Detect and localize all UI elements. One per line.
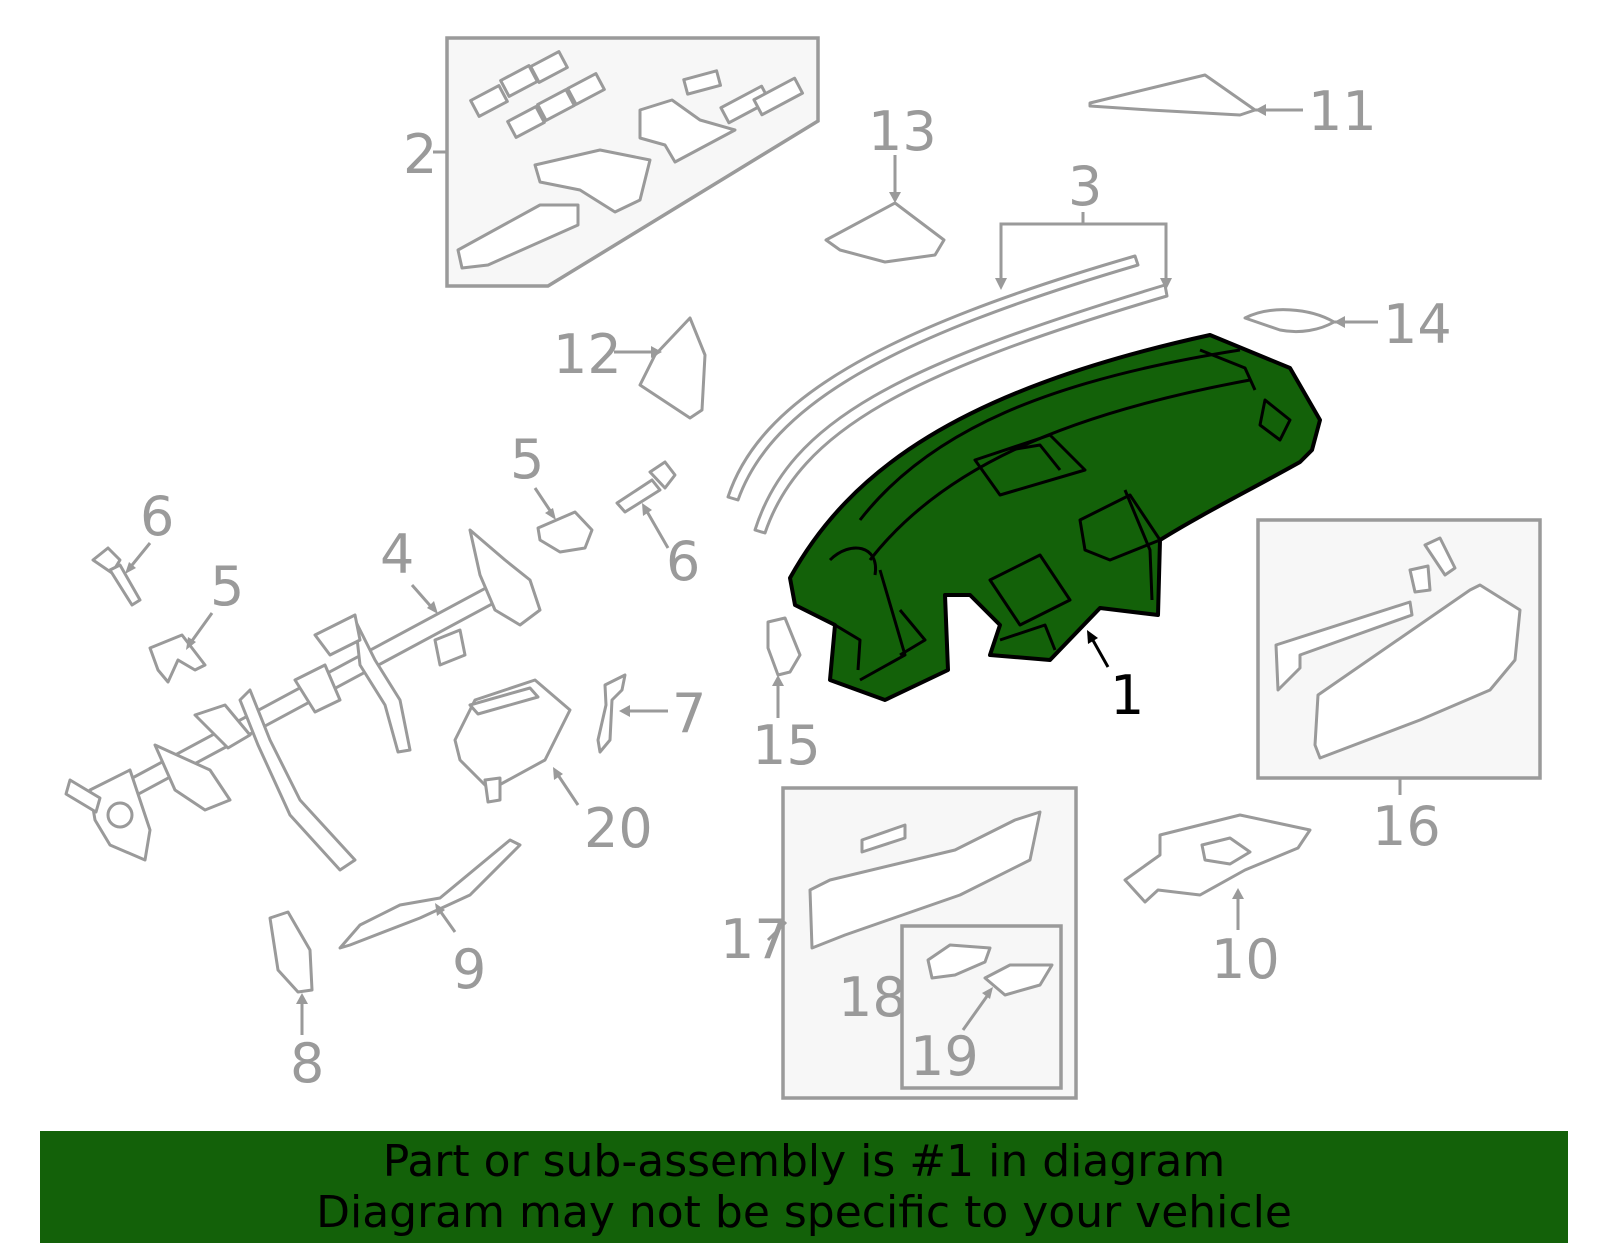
part-17-glove-box-assembly-box[interactable] (781, 786, 1078, 1100)
callout-13: 13 (868, 100, 937, 163)
part-9-lower-trim[interactable] (338, 838, 522, 950)
part-15-side-vent[interactable] (766, 616, 802, 677)
part-13-end-cap[interactable] (824, 201, 946, 264)
part-7-bracket[interactable] (596, 673, 627, 754)
banner-line-1: Part or sub-assembly is #1 in diagram (382, 1136, 1226, 1187)
callout-1: 1 (1110, 664, 1144, 727)
callout-20: 20 (584, 797, 653, 860)
callout-18: 18 (838, 966, 907, 1029)
callout-19: 19 (910, 1025, 979, 1088)
callout-16: 16 (1372, 795, 1441, 858)
part-16-glove-box-box[interactable] (1256, 518, 1542, 780)
callout-15: 15 (752, 714, 821, 777)
part-18-latch[interactable] (926, 943, 992, 980)
part-6-bolt-right[interactable] (615, 460, 677, 514)
part-6-bolt-left[interactable] (91, 546, 142, 607)
part-5-clip-left[interactable] (148, 633, 207, 684)
info-banner: Part or sub-assembly is #1 in diagram Di… (40, 1131, 1568, 1243)
banner-line-2: Diagram may not be specific to your vehi… (316, 1187, 1292, 1238)
callout-3: 3 (1068, 155, 1102, 218)
part-11-trim-strip[interactable] (1088, 73, 1257, 117)
part-2-duct-kit-box[interactable] (445, 36, 820, 288)
callout-5-right: 5 (510, 428, 544, 491)
part-4-reinforcement-beam[interactable] (64, 528, 542, 872)
part-8-side-panel[interactable] (268, 910, 314, 994)
part-20-airbag-module[interactable] (453, 678, 572, 804)
callout-12: 12 (553, 323, 622, 386)
callout-17: 17 (720, 908, 789, 971)
callout-6-left: 6 (140, 485, 174, 548)
callout-14: 14 (1383, 293, 1452, 356)
callout-10: 10 (1211, 928, 1280, 991)
callout-5-left: 5 (210, 555, 244, 618)
callout-6-right: 6 (666, 530, 700, 593)
part-14-vent-trim[interactable] (1243, 308, 1336, 334)
callout-4: 4 (380, 523, 414, 586)
callout-7: 7 (672, 682, 706, 745)
part-1-instrument-panel[interactable] (788, 333, 1322, 702)
part-10-bracket-plate[interactable] (1123, 813, 1312, 904)
part-12-side-cover[interactable] (638, 316, 707, 420)
callout-8: 8 (290, 1032, 324, 1095)
part-19-latch-handle[interactable] (983, 963, 1054, 997)
callout-11: 11 (1308, 80, 1377, 143)
part-3-defroster-strips[interactable] (726, 254, 1169, 535)
callout-2: 2 (403, 123, 437, 186)
callout-9: 9 (452, 938, 486, 1001)
part-5-clip-right[interactable] (536, 510, 594, 554)
